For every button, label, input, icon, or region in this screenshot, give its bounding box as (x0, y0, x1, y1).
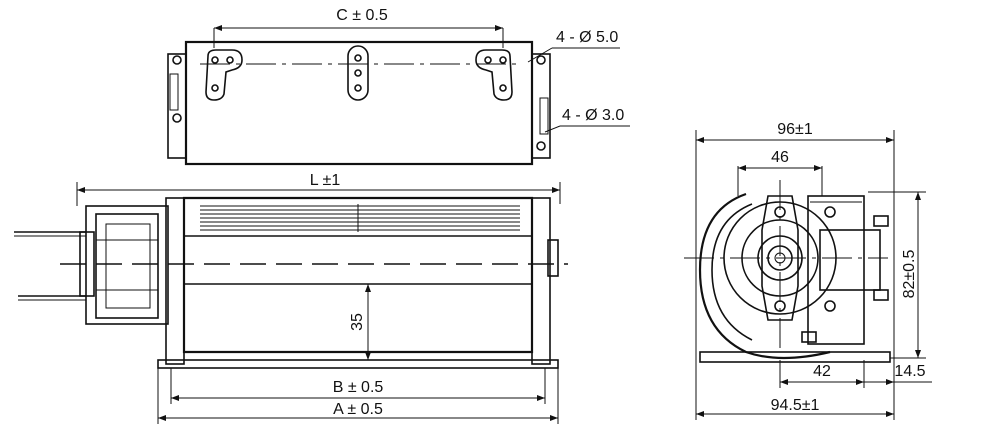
mounting-slot-left (205, 49, 243, 101)
bracket-hole (536, 141, 546, 151)
mounting-base (157, 359, 559, 369)
dim-height-82: 82±0.5 (901, 249, 918, 298)
dim-a: A ± 0.5 (333, 401, 383, 418)
dim-width-14-5: 14.5 (894, 363, 925, 380)
motor-housing (85, 205, 169, 325)
scroll-housing (698, 192, 831, 360)
dim-height-35: 35 (349, 313, 366, 331)
top-view: C ± 0.5 4 - Ø 5.0 4 - Ø 3.0 (167, 7, 630, 166)
front-view: L ±1 (14, 172, 568, 424)
dim-width-46: 46 (771, 149, 789, 166)
bracket-hole (172, 113, 182, 123)
mounting-slot-right (475, 49, 513, 101)
blower-housing (182, 196, 534, 354)
dim-c: C ± 0.5 (336, 7, 388, 24)
rotor-vanes (200, 204, 520, 232)
dim-width-42: 42 (813, 363, 831, 380)
dim-length: L ±1 (310, 172, 341, 189)
bracket-hole (172, 55, 182, 65)
side-view: 96±1 46 (684, 121, 932, 420)
dim-width-94-5: 94.5±1 (771, 397, 820, 414)
dim-hole-small: 4 - Ø 3.0 (562, 107, 624, 124)
dim-width-96: 96±1 (777, 121, 813, 138)
mounting-slot-center (347, 45, 369, 101)
dim-hole-large: 4 - Ø 5.0 (556, 29, 618, 46)
right-end-plate (531, 197, 551, 365)
bracket-hole (536, 55, 546, 65)
bearing-bracket (761, 195, 799, 321)
top-view-left-bracket (167, 53, 187, 159)
side-motor-frame (807, 195, 865, 345)
dim-b: B ± 0.5 (333, 379, 384, 396)
